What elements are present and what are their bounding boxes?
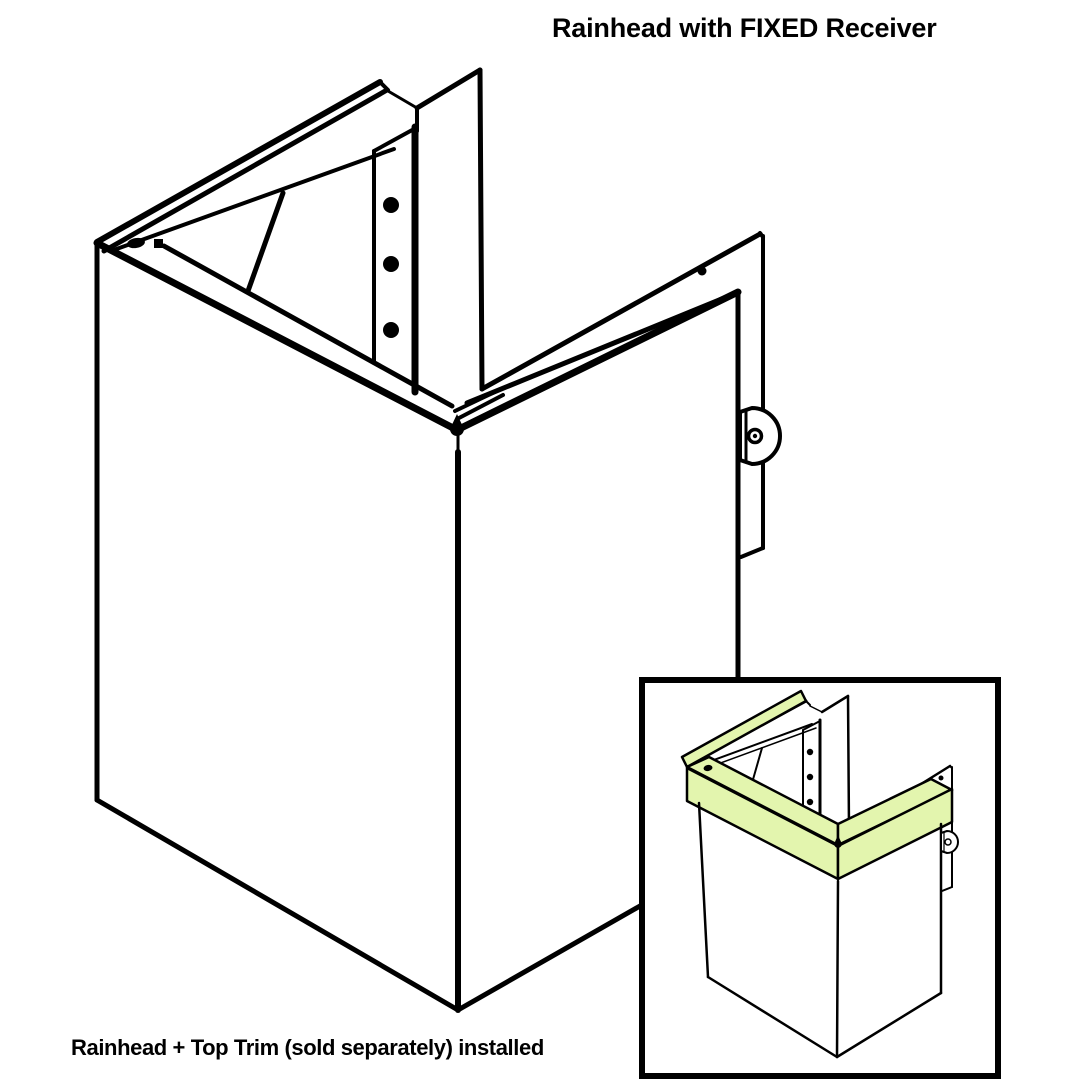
receiver-front-lip-right bbox=[464, 291, 737, 406]
top-trim-highlight bbox=[680, 689, 954, 881]
corner-rivet-teardrop bbox=[450, 414, 464, 436]
trim-back-upstand-top-face bbox=[680, 689, 808, 769]
screw-hole bbox=[806, 798, 814, 806]
inset-left-wall-left-edge bbox=[697, 801, 710, 979]
screw-hole bbox=[383, 256, 399, 272]
receiver-channel-inner-line bbox=[109, 147, 396, 253]
inset-linework bbox=[680, 689, 959, 1059]
receiver-front-lip-left bbox=[161, 243, 455, 409]
page-title: Rainhead with FIXED Receiver bbox=[552, 13, 937, 43]
tab-hole-center-dot bbox=[752, 433, 758, 439]
inset-caption: Rainhead + Top Trim (sold separately) in… bbox=[71, 1035, 544, 1060]
rivet-dot bbox=[154, 239, 163, 248]
inset-flange-bottom-cap bbox=[941, 886, 953, 892]
left-wall-bottom-edge bbox=[94, 797, 461, 1013]
receiver-back-inner-edge bbox=[101, 87, 390, 254]
right-flange-bottom-cap bbox=[739, 546, 765, 559]
corner-rivet-teardrop bbox=[834, 835, 842, 848]
screw-hole bbox=[383, 197, 399, 213]
receiver-back-end-cap bbox=[378, 80, 390, 92]
right-wall-top-edge bbox=[455, 288, 742, 433]
rivet-dot bbox=[127, 237, 145, 249]
mounting-bar-top-edge bbox=[372, 127, 416, 153]
inset-holes bbox=[806, 748, 944, 806]
rivet-dot bbox=[938, 775, 944, 781]
inset-bar-top-edge bbox=[802, 720, 821, 731]
corner-seam-line bbox=[457, 393, 505, 420]
inset-panel-right-edge bbox=[846, 694, 851, 831]
inset-right-wall-bottom-edge bbox=[835, 991, 943, 1059]
inset-corner-edge bbox=[835, 879, 840, 1059]
right-flange-back-edge bbox=[479, 231, 763, 392]
corner-seam-line bbox=[453, 388, 501, 413]
screw-hole bbox=[806, 773, 814, 781]
back-panel-right-edge bbox=[477, 67, 485, 392]
receiver-back-top-edge bbox=[94, 79, 383, 245]
diagonal-brace bbox=[245, 190, 286, 294]
inset-left-wall-bottom-edge bbox=[706, 975, 839, 1059]
inset-panel-top-edge bbox=[820, 694, 850, 714]
rivet-dot bbox=[703, 764, 713, 772]
back-panel-top-edge bbox=[414, 67, 483, 111]
inset-figure bbox=[639, 677, 1001, 1079]
inset-right-wall-face bbox=[837, 808, 941, 1057]
screw-hole bbox=[806, 748, 814, 756]
main-linework bbox=[93, 67, 782, 1013]
main-rivets-and-holes bbox=[127, 197, 758, 439]
receiver-panel-connector bbox=[386, 89, 419, 110]
inset-pivot-tab-hole bbox=[944, 838, 952, 846]
inset-panel-connector bbox=[809, 705, 823, 713]
inset-rivets bbox=[703, 764, 842, 848]
left-wall-face bbox=[97, 243, 458, 1010]
left-wall-top-edge bbox=[93, 239, 459, 433]
screw-hole bbox=[383, 322, 399, 338]
rivet-dot bbox=[697, 266, 707, 276]
